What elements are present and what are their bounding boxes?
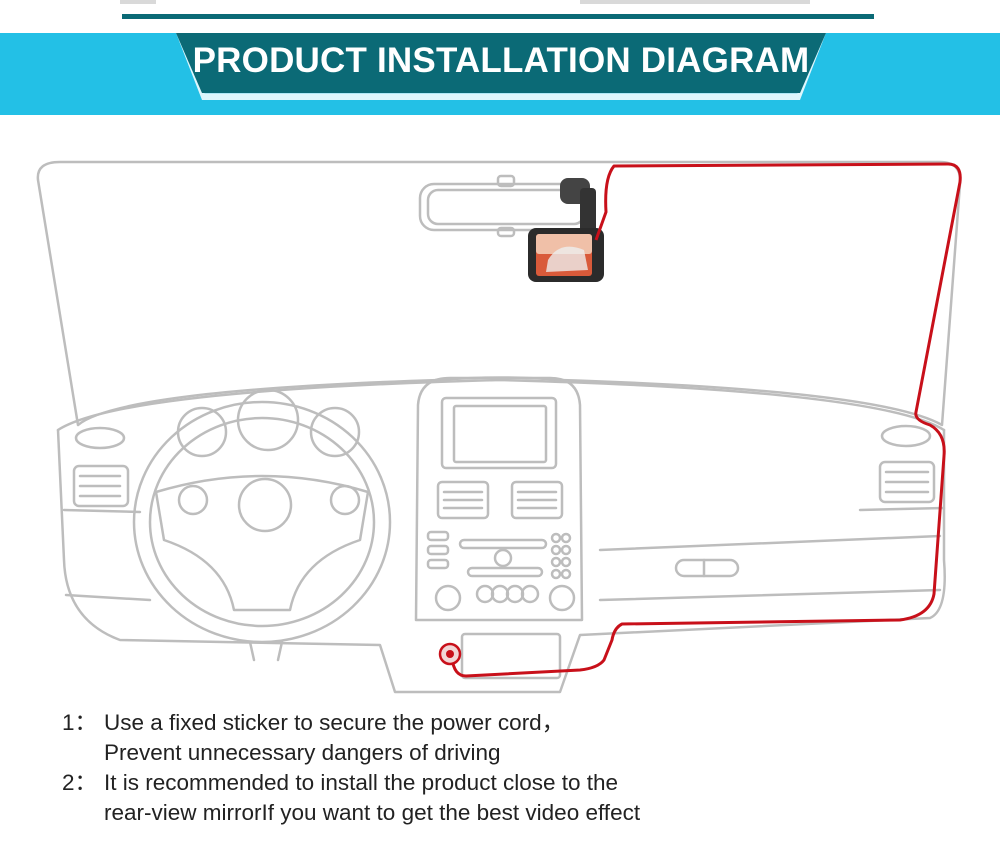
header-banner: PRODUCT INSTALLATION DIAGRAM <box>0 33 1000 115</box>
left-speaker <box>74 426 126 450</box>
console-vent-left <box>436 480 490 520</box>
right-vent <box>878 460 936 504</box>
note-item: 2： It is recommended to install the prod… <box>62 768 962 798</box>
note-number: 1： <box>62 710 98 735</box>
center-console <box>414 376 584 622</box>
gauge-right <box>309 406 361 458</box>
note-text-continued: Prevent unnecessary dangers of driving <box>104 740 501 765</box>
note-text: It is recommended to install the product… <box>104 770 619 795</box>
note-text-continued: rear-view mirrorIf you want to get the b… <box>104 800 641 825</box>
installation-diagram <box>36 160 962 694</box>
top-decoration-right <box>580 0 810 4</box>
steering-hub <box>154 474 370 612</box>
gauge-left <box>176 406 228 458</box>
windshield-outline <box>36 160 962 427</box>
dash-cam <box>528 178 604 282</box>
console-vent-right <box>510 480 564 520</box>
page-title: PRODUCT INSTALLATION DIAGRAM <box>192 41 810 80</box>
installation-notes: 1： Use a fixed sticker to secure the pow… <box>62 708 962 828</box>
banner-band <box>176 33 826 93</box>
glove-box-handle <box>674 558 740 578</box>
note-text: Use a fixed sticker to secure the power … <box>104 710 565 735</box>
gauge-center <box>236 388 300 452</box>
dashboard-low-line <box>64 588 942 602</box>
lower-compartment <box>460 632 562 680</box>
glove-box-line <box>598 534 942 552</box>
top-decoration-left <box>120 0 156 4</box>
note-item: 1： Use a fixed sticker to secure the pow… <box>62 708 962 738</box>
left-vent <box>72 464 130 508</box>
power-cord <box>450 162 962 678</box>
steering-wheel <box>132 400 392 644</box>
right-speaker <box>880 424 932 448</box>
top-rule <box>122 14 874 19</box>
dashboard-body <box>56 428 946 694</box>
console-screen <box>440 396 558 470</box>
note-number: 2： <box>62 770 98 795</box>
dashboard-top <box>56 378 946 432</box>
dashboard-mid-line <box>62 506 946 514</box>
